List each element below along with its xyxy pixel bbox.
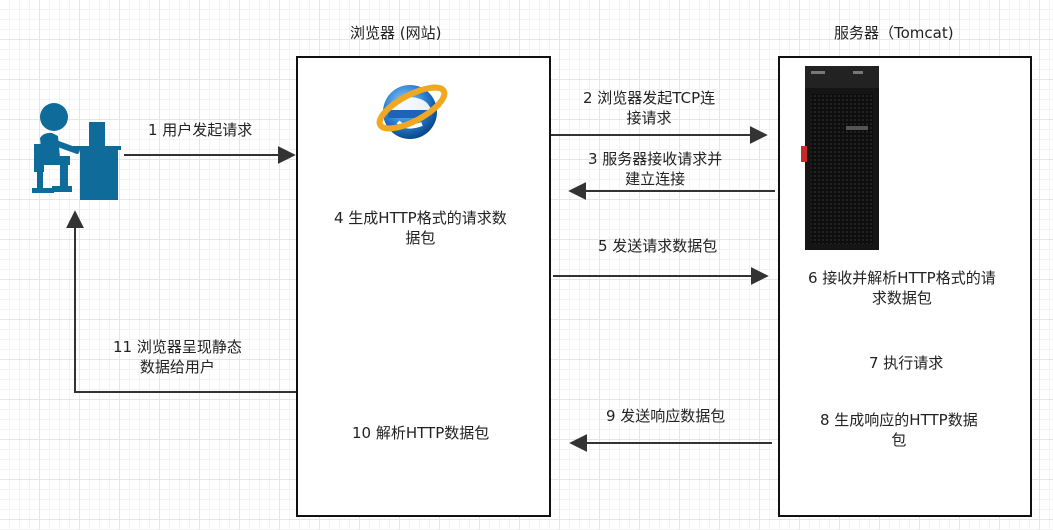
server-title: 服务器（Tomcat) xyxy=(834,24,954,42)
step-3-line-1: 3 服务器接收请求并 xyxy=(588,150,723,168)
step-7-label: 7 执行请求 xyxy=(869,354,944,372)
user-at-computer-icon xyxy=(32,103,121,200)
step-10-label: 10 解析HTTP数据包 xyxy=(352,424,490,442)
step-11-line-1: 11 浏览器呈现静态 xyxy=(113,338,242,356)
step-11-line-2: 数据给用户 xyxy=(139,358,215,376)
step-4-line-1: 4 生成HTTP格式的请求数 xyxy=(334,209,507,227)
step-6-label: 6 接收并解析HTTP格式的请 求数据包 xyxy=(808,268,996,308)
step-2-label: 2 浏览器发起TCP连 接请求 xyxy=(583,88,715,128)
tower-server-icon xyxy=(801,66,879,250)
step-2-line-1: 2 浏览器发起TCP连 xyxy=(583,89,716,107)
browser-title: 浏览器 (网站) xyxy=(350,24,442,42)
step-1-label: 1 用户发起请求 xyxy=(148,121,253,139)
step-5-label: 5 发送请求数据包 xyxy=(598,237,718,255)
step-2-line-2: 接请求 xyxy=(626,109,672,127)
arrow-11 xyxy=(66,210,296,393)
step-4-label: 4 生成HTTP格式的请求数 据包 xyxy=(334,208,507,248)
step-9-label: 9 发送响应数据包 xyxy=(606,407,726,425)
step-8-label: 8 生成响应的HTTP数据 包 xyxy=(820,410,978,450)
step-3-line-2: 建立连接 xyxy=(625,170,686,188)
step-8-line-2: 包 xyxy=(891,431,907,449)
step-11-label: 11 浏览器呈现静态 数据给用户 xyxy=(113,337,242,377)
step-8-line-1: 8 生成响应的HTTP数据 xyxy=(820,411,978,429)
step-6-line-2: 求数据包 xyxy=(871,289,932,307)
step-3-label: 3 服务器接收请求并 建立连接 xyxy=(588,149,722,189)
internet-explorer-icon xyxy=(376,84,448,139)
step-6-line-1: 6 接收并解析HTTP格式的请 xyxy=(808,269,996,287)
step-4-line-2: 据包 xyxy=(405,229,436,247)
